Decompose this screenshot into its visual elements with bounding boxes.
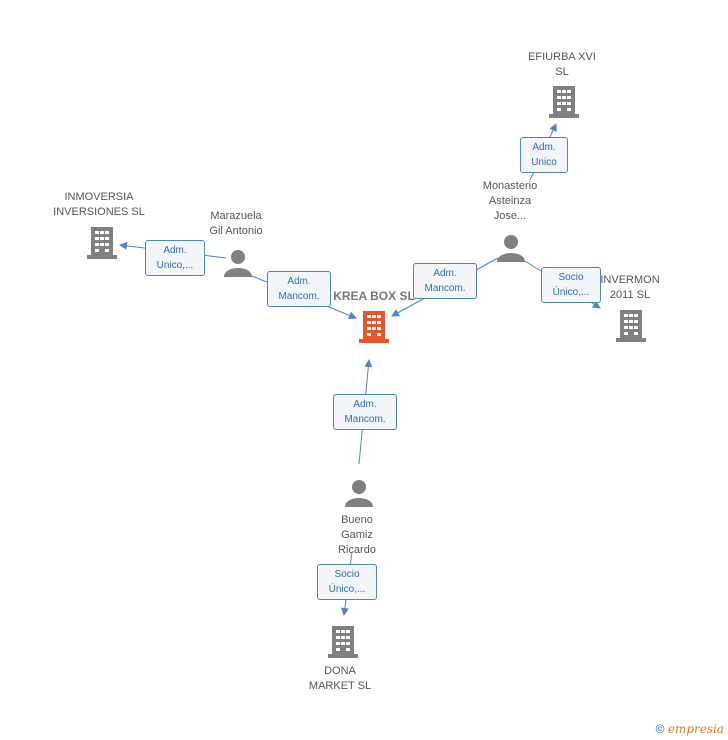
building-icon[interactable] [616, 310, 646, 342]
node-label-bueno[interactable]: Bueno Gamiz Ricardo [338, 514, 376, 556]
node-label-krea-box[interactable]: KREA BOX SL [333, 289, 415, 303]
copyright-symbol: © [655, 722, 665, 736]
relation-badge-marazuela-main[interactable]: Adm. Mancom. [267, 271, 331, 307]
node-label-invermon[interactable]: INVERMON 2011 SL [600, 274, 660, 301]
relation-badge-marazuela-inmoversia[interactable]: Adm. Unico,... [145, 240, 205, 276]
building-icon[interactable] [359, 311, 389, 343]
node-label-marazuela[interactable]: Marazuela Gil Antonio [209, 210, 263, 237]
empresia-logo: empresia [667, 722, 724, 736]
relation-badge-bueno-main[interactable]: Adm. Mancom. [333, 394, 397, 430]
node-label-efiurba[interactable]: EFIURBA XVI SL [528, 51, 596, 78]
relation-badge-bueno-dona[interactable]: Socio Único,... [317, 564, 377, 600]
node-label-monasterio[interactable]: Monasterio Asteinza Jose... [482, 180, 538, 222]
relation-badge-monasterio-main[interactable]: Adm. Mancom. [413, 263, 477, 299]
person-icon[interactable] [224, 250, 252, 277]
empresia-copyright[interactable]: © empresia [656, 722, 724, 736]
relation-badge-monasterio-invermon[interactable]: Socio Único,... [541, 267, 601, 303]
relation-badge-monasterio-efiurba[interactable]: Adm. Unico [520, 137, 568, 173]
building-icon[interactable] [328, 626, 358, 658]
node-label-inmoversia[interactable]: INMOVERSIA INVERSIONES SL [53, 191, 145, 218]
person-icon[interactable] [345, 480, 373, 507]
person-icon[interactable] [497, 235, 525, 262]
building-icon[interactable] [87, 227, 117, 259]
building-icon[interactable] [549, 86, 579, 118]
node-label-dona[interactable]: DONA MARKET SL [308, 665, 372, 692]
